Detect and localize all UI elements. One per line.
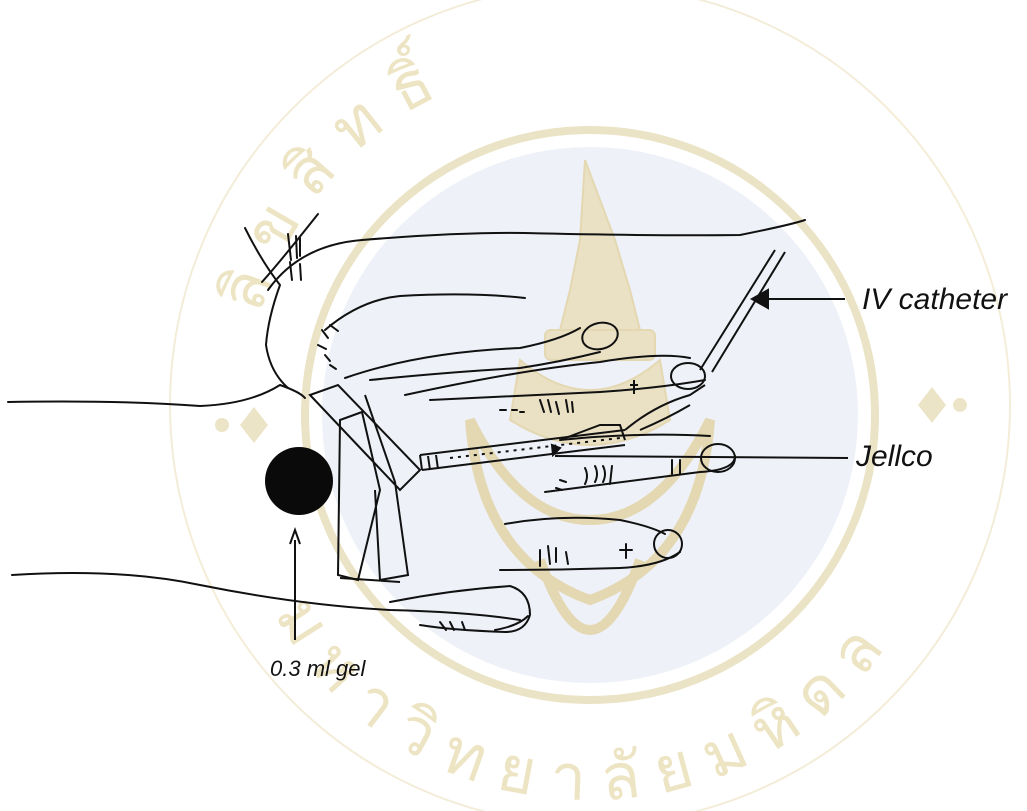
gel-dot [265,447,333,515]
forearm-top-edge [8,385,305,406]
seal-side-ornament-right [918,387,967,423]
seal-side-ornament-left [215,407,268,443]
iv-catheter-label: IV catheter [862,283,1008,316]
gel-amount-label: 0.3 ml gel [270,656,366,681]
university-seal-watermark: ลิขสิทธิ์ มหาวิทยาลัยมหิดล [170,0,1010,811]
jellco-label: Jellco [855,440,933,473]
